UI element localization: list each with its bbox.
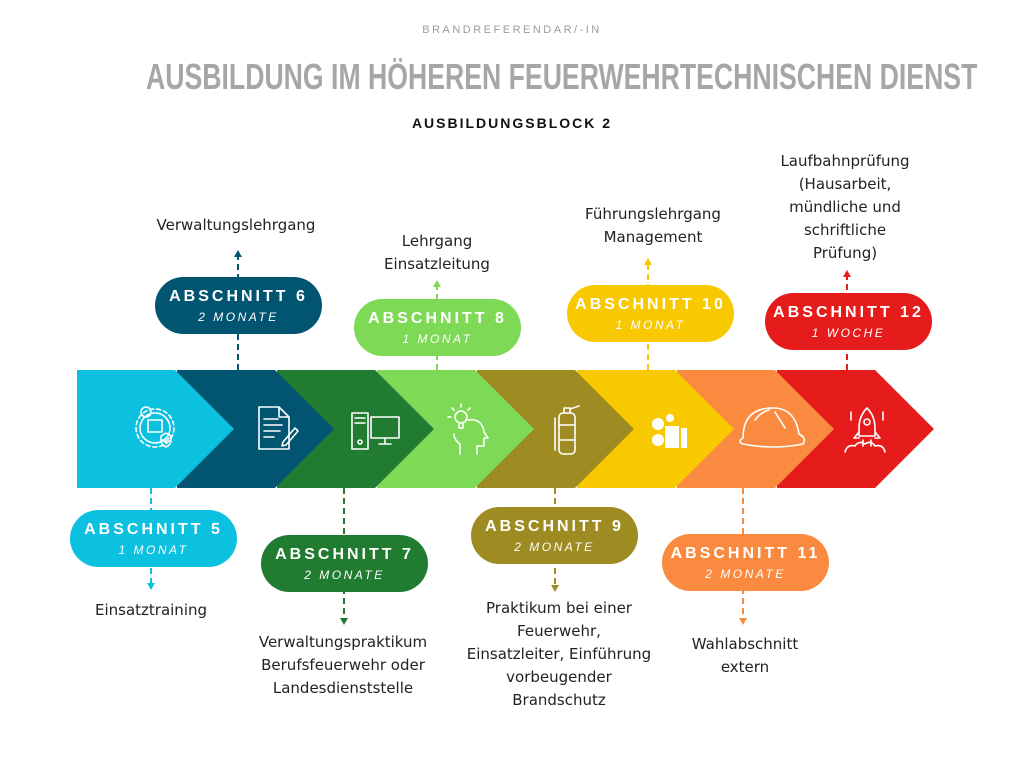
section-duration: 2 MONATE: [705, 567, 786, 581]
arrowhead-icon: [433, 280, 441, 287]
chevron-segment-5: [77, 370, 234, 488]
chevron-segment-6: [177, 370, 334, 488]
description-line: (Hausarbeit,: [798, 175, 892, 193]
section-12-pill: ABSCHNITT 12 1 WOCHE: [765, 293, 932, 350]
section-title: ABSCHNITT 8: [368, 310, 507, 327]
section-duration: 2 MONATE: [304, 568, 385, 582]
arrowhead-icon: [644, 258, 652, 265]
gear-lightbulb-shield-icon: [135, 406, 175, 448]
section-title: ABSCHNITT 5: [84, 521, 223, 538]
section-duration: 2 MONATE: [198, 310, 279, 324]
section-9-pill: ABSCHNITT 9 2 MONATE: [471, 507, 638, 564]
section-title: ABSCHNITT 9: [485, 518, 624, 535]
section-7-pill: ABSCHNITT 7 2 MONATE: [261, 535, 428, 592]
arrowhead-icon: [340, 618, 348, 625]
arrowhead-icon: [147, 583, 155, 590]
chevron-segment-7: [277, 370, 434, 488]
description-line: Brandschutz: [512, 691, 606, 709]
chevron-segment-8: [377, 370, 534, 488]
description-line: Berufsfeuerwehr oder: [261, 656, 425, 674]
description-line: Einsatzleiter, Einführung: [466, 645, 652, 663]
head-lightbulb-icon: [447, 403, 489, 455]
management-gears-icon: [652, 414, 687, 448]
section-5-description: Einsatztraining: [31, 599, 271, 622]
section-12-description: Laufbahnprüfung (Hausarbeit, mündliche und…: [725, 150, 965, 265]
rocket-icon: [844, 407, 886, 453]
description-line: Verwaltungspraktikum: [258, 633, 428, 651]
section-title: ABSCHNITT 11: [670, 545, 821, 562]
section-duration: 1 WOCHE: [811, 326, 886, 340]
description-line: Lehrgang: [401, 232, 473, 250]
chevron-segment-11: [677, 370, 834, 488]
fire-extinguisher-icon: [554, 405, 580, 455]
description-line: vorbeugender: [506, 668, 612, 686]
computer-icon: [351, 412, 400, 450]
description-line: Einsatzleitung: [384, 255, 490, 273]
arrowhead-icon: [234, 250, 242, 257]
firefighter-helmet-icon: [739, 407, 806, 448]
section-11-pill: ABSCHNITT 11 2 MONATE: [662, 534, 829, 591]
section-duration: 1 MONAT: [615, 318, 686, 332]
kicker: BRANDREFERENDAR/-IN: [422, 24, 602, 36]
page-title-text: AUSBILDUNG IM HÖHEREN FEUERWEHRTECHNISCH…: [146, 56, 978, 97]
section-title: ABSCHNITT 6: [169, 288, 308, 305]
description-line: Einsatztraining: [94, 601, 208, 619]
section-duration: 1 MONAT: [402, 332, 473, 346]
section-title: ABSCHNITT 7: [275, 546, 414, 563]
description-line: Feuerwehr,: [517, 622, 601, 640]
section-11-description: Wahlabschnitt extern: [625, 633, 865, 679]
description-line: mündliche und: [789, 198, 901, 216]
block-subtitle: AUSBILDUNGSBLOCK 2: [411, 115, 613, 131]
description-line: Management: [603, 228, 703, 246]
description-line: extern: [720, 658, 770, 676]
description-line: Praktikum bei einer: [486, 599, 632, 617]
description-line: Führungslehrgang: [585, 205, 721, 223]
arrowhead-icon: [739, 618, 747, 625]
description-line: schriftliche: [803, 221, 887, 239]
arrowhead-icon: [843, 270, 851, 277]
section-10-pill: ABSCHNITT 10 1 MONAT: [567, 285, 734, 342]
section-8-pill: ABSCHNITT 8 1 MONAT: [354, 299, 521, 356]
description-line: Landesdienststelle: [272, 679, 414, 697]
section-6-description: Verwaltungslehrgang: [116, 214, 356, 237]
description-line: Wahlabschnitt: [691, 635, 799, 653]
document-pen-icon: [258, 406, 299, 450]
section-duration: 2 MONATE: [514, 540, 595, 554]
chevron-segment-12: [777, 370, 934, 488]
arrowhead-icon: [551, 585, 559, 592]
section-title: ABSCHNITT 10: [575, 296, 726, 313]
section-duration: 1 MONAT: [118, 543, 189, 557]
description-line: Laufbahnprüfung: [780, 152, 910, 170]
description-line: Prüfung): [812, 244, 878, 262]
page-title: AUSBILDUNG IM HÖHEREN FEUERWEHRTECHNISCH…: [0, 56, 1024, 98]
section-6-pill: ABSCHNITT 6 2 MONATE: [155, 277, 322, 334]
section-5-pill: ABSCHNITT 5 1 MONAT: [70, 510, 237, 567]
description-line: Verwaltungslehrgang: [156, 216, 316, 234]
section-title: ABSCHNITT 12: [773, 304, 924, 321]
